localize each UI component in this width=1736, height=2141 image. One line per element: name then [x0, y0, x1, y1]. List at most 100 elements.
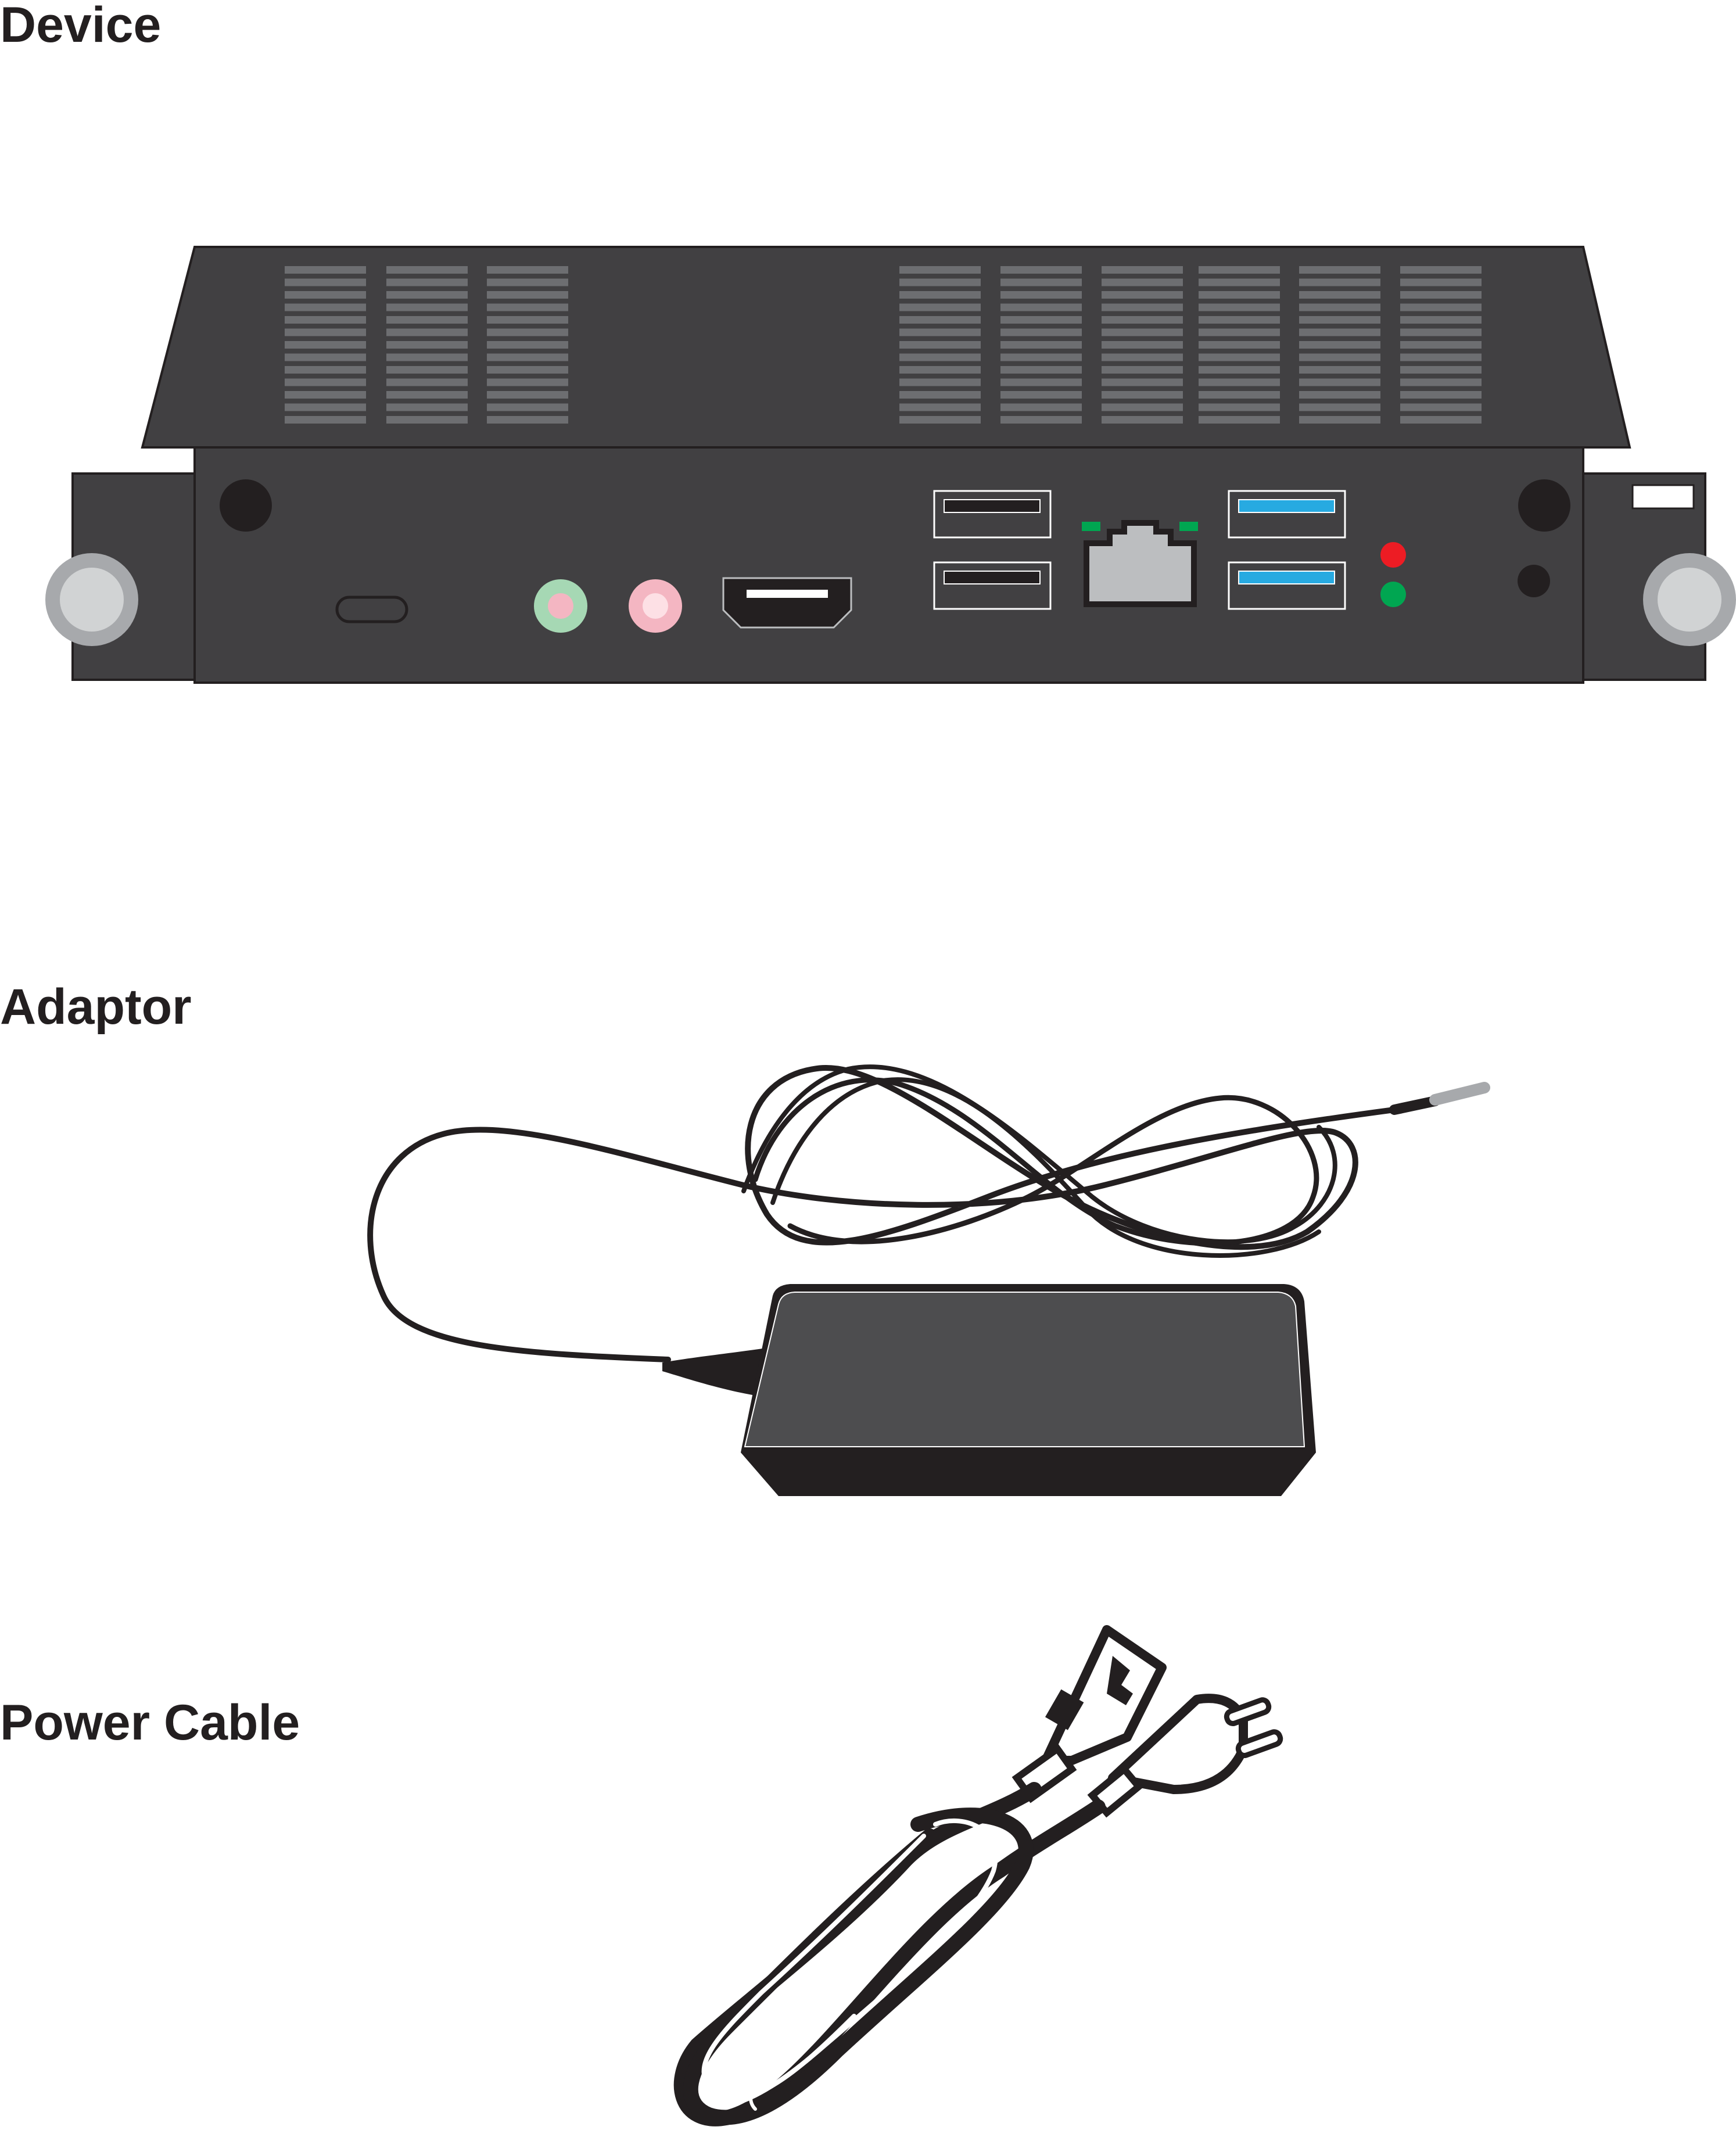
usb-2-port-icon — [933, 561, 1052, 610]
vent-slat — [1102, 366, 1183, 374]
vent-slat — [1400, 341, 1482, 349]
vent-slat — [386, 378, 468, 386]
vent-slat — [487, 391, 568, 399]
vent-slat — [1000, 366, 1082, 374]
vent-slat — [1000, 328, 1082, 336]
hdmi-port-icon — [722, 577, 852, 629]
vent-slat — [1199, 278, 1280, 286]
usb-3-port-icon — [1228, 490, 1346, 539]
vent-slat — [1400, 328, 1482, 336]
vent-slat — [487, 291, 568, 299]
power-cable-coil — [673, 1782, 1106, 2126]
vent-slat — [386, 416, 468, 424]
screw-hole-icon — [220, 479, 272, 532]
vent-slat — [899, 303, 981, 311]
ethernet-led — [1082, 522, 1100, 531]
vent-slat — [899, 316, 981, 324]
ethernet-led — [1179, 522, 1198, 531]
adaptor-coiled-cable — [367, 1064, 1440, 1362]
vent-slat — [1299, 378, 1380, 386]
vent-slat — [1000, 266, 1082, 274]
vent-slat — [1102, 278, 1183, 286]
vent-slat — [1102, 341, 1183, 349]
vent-slat — [1299, 328, 1380, 336]
vent-slat — [386, 303, 468, 311]
vent-slat — [1102, 391, 1183, 399]
vent-slat — [1400, 266, 1482, 274]
vent-slat — [285, 341, 366, 349]
vent-slat — [1299, 341, 1380, 349]
vent-slat — [1102, 416, 1183, 424]
power-button-icon[interactable] — [1518, 565, 1550, 597]
vent-slat — [487, 303, 568, 311]
vent-slat — [487, 378, 568, 386]
vent-slat — [899, 353, 981, 361]
vent-slat — [1102, 291, 1183, 299]
vent-slat — [1400, 303, 1482, 311]
usb-2-port-icon — [933, 490, 1052, 539]
vent-slat — [899, 416, 981, 424]
vent-slat — [285, 391, 366, 399]
vent-slat — [1199, 303, 1280, 311]
vent-slat — [285, 303, 366, 311]
vent-slat — [386, 291, 468, 299]
vent-slat — [285, 291, 366, 299]
status-led-red-icon — [1380, 542, 1406, 568]
vent-slat — [1102, 378, 1183, 386]
vent-slat — [1000, 341, 1082, 349]
vent-slat — [1299, 291, 1380, 299]
vent-slat — [1400, 366, 1482, 374]
left-thumbscrew-icon — [45, 553, 138, 646]
wall-plug-icon — [1087, 1694, 1283, 1818]
vent-slat — [1299, 366, 1380, 374]
vent-slat — [1299, 353, 1380, 361]
vent-slat — [1102, 353, 1183, 361]
device-front-panel — [193, 446, 1584, 684]
vent-slat — [899, 378, 981, 386]
vent-slat — [285, 416, 366, 424]
vent-slat — [1400, 316, 1482, 324]
cable-strain-relief — [662, 1348, 767, 1397]
vent-slat — [1199, 316, 1280, 324]
vent-slat — [1299, 391, 1380, 399]
device-section-title: Device — [0, 0, 162, 53]
vent-slat — [1000, 378, 1082, 386]
vent-slat — [386, 341, 468, 349]
adaptor-brick-top — [744, 1292, 1305, 1447]
vent-slat — [1400, 416, 1482, 424]
vent-slat — [285, 366, 366, 374]
vent-slat — [1299, 278, 1380, 286]
vent-slat — [487, 416, 568, 424]
vent-slat — [386, 266, 468, 274]
bracket-tab — [1631, 484, 1695, 510]
vent-slat — [487, 328, 568, 336]
vent-slat — [1102, 303, 1183, 311]
vent-slat — [1299, 266, 1380, 274]
vent-slat — [1199, 341, 1280, 349]
vent-slat — [1000, 353, 1082, 361]
iec-connector-icon — [1012, 1625, 1167, 1803]
vent-slat — [285, 278, 366, 286]
status-led-green-icon — [1380, 582, 1406, 607]
mic-in-jack-icon — [629, 579, 682, 633]
vent-slat — [1000, 278, 1082, 286]
vent-slat — [1000, 403, 1082, 411]
vent-slat — [487, 266, 568, 274]
vent-slat — [487, 353, 568, 361]
adaptor-section-title: Adaptor — [0, 979, 192, 1035]
vent-slat — [1199, 266, 1280, 274]
vent-slat — [285, 403, 366, 411]
vent-slat — [1102, 403, 1183, 411]
vent-slat — [386, 403, 468, 411]
vent-slat — [1199, 328, 1280, 336]
vent-slat — [1400, 391, 1482, 399]
vent-slat — [1000, 303, 1082, 311]
ethernet-port-icon — [1082, 520, 1198, 607]
vent-slat — [1102, 266, 1183, 274]
vent-slat — [386, 328, 468, 336]
vent-slat — [1299, 303, 1380, 311]
power-adaptor-illustration — [367, 1064, 1490, 1496]
vent-slat — [386, 391, 468, 399]
vent-slat — [1199, 353, 1280, 361]
vent-slat — [899, 403, 981, 411]
